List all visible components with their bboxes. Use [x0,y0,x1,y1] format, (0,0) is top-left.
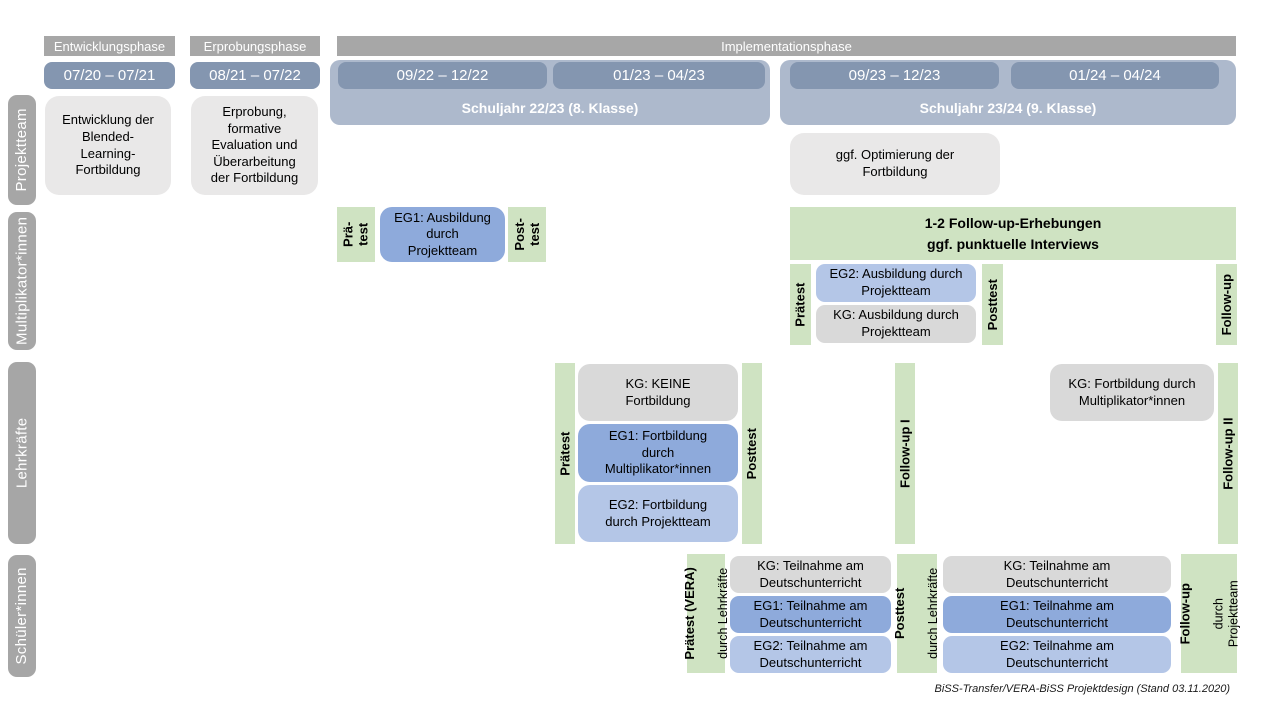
box-lehrkraefte-followup-2: Follow-up II [1218,363,1238,544]
box-multiplikatoren-followup-label: Follow-up [1218,273,1234,336]
row-label-lehrkraefte: Lehrkräfte [8,362,36,544]
box-eg1-ausbildung-projektteam-label: EG1: Ausbildung durch Projektteam [394,209,491,258]
period-pill-0922-1222: 09/22 – 12/22 [338,62,547,89]
box-kg-fortbildung-multiplikatoren-label: KG: Fortbildung durch Multiplikator*inne… [1068,375,1196,408]
box-erprobung-evaluation: Erprobung, formative Evaluation und Über… [191,96,318,195]
box-entwicklung-fortbildung: Entwicklung der Blended- Learning- Fortb… [45,96,171,195]
period-pill-0923-1223: 09/23 – 12/23 [790,62,999,89]
period-pill-0720-0721-label: 07/20 – 07/21 [63,67,156,84]
box-kg-ausbildung-projektteam-label: KG: Ausbildung durch Projektteam [833,307,959,339]
phase-bar-erprobung: Erprobungsphase [190,36,320,56]
box-eg2-teilnahme-2-label: EG2: Teilnahme am Deutschunterricht [1000,637,1114,670]
box-lehrkraefte-posttest-label: Posttest [744,427,760,480]
period-pill-0821-0722: 08/21 – 07/22 [190,62,320,89]
slide-caption: BiSS-Transfer/VERA-BiSS Projektdesign (S… [934,683,1230,695]
period-pill-0922-1222-label: 09/22 – 12/22 [396,67,489,84]
box-eg1-teilnahme-1-label: EG1: Teilnahme am Deutschunterricht [753,597,868,630]
box-schueler-posttest-main: Posttest [892,587,908,640]
box-lehrkraefte-followup-1: Follow-up I [895,363,915,544]
box-eg2-teilnahme-1-label: EG2: Teilnahme am Deutschunterricht [753,637,868,670]
school-year-label-23-24: Schuljahr 23/24 (9. Klasse) [780,94,1236,122]
box-kg-keine-fortbildung: KG: KEINE Fortbildung [578,364,738,421]
period-pill-0124-0424-label: 01/24 – 04/24 [1069,67,1161,84]
box-kg-ausbildung-projektteam: KG: Ausbildung durch Projektteam [816,305,976,343]
box-eg1-fortbildung-multiplikatoren-label: EG1: Fortbildung durch Multiplikator*inn… [604,428,712,477]
box-multiplikatoren-posttest-2: Posttest [982,264,1003,345]
box-schueler-followup-text: Follow-up durch Projektteam [1158,580,1259,647]
phase-bar-implementation: Implementationsphase [337,36,1236,56]
school-year-label-22-23: Schuljahr 22/23 (8. Klasse) [330,94,770,122]
box-eg1-ausbildung-projektteam: EG1: Ausbildung durch Projektteam [380,207,505,262]
box-schueler-followup-sub: durch Projektteam [1211,580,1241,647]
box-eg2-fortbildung-projektteam: EG2: Fortbildung durch Projektteam [578,485,738,542]
box-eg1-teilnahme-1: EG1: Teilnahme am Deutschunterricht [730,596,891,633]
row-label-projektteam-text: Projektteam [13,108,31,192]
box-multiplikatoren-posttest-2-label: Posttest [984,278,1000,331]
row-label-projektteam: Projektteam [8,95,36,205]
box-multiplikatoren-praetest-2-label: Prätest [792,282,808,327]
box-kg-keine-fortbildung-label: KG: KEINE Fortbildung [625,375,691,408]
period-pill-0720-0721: 07/20 – 07/21 [44,62,175,89]
box-multiplikatoren-praetest-1: Prä- test [337,207,375,262]
period-pill-0124-0424: 01/24 – 04/24 [1011,62,1219,89]
box-schueler-followup: Follow-up durch Projektteam [1177,554,1240,673]
box-eg2-fortbildung-projektteam-label: EG2: Fortbildung durch Projektteam [605,496,711,529]
box-lehrkraefte-followup-1-label: Follow-up I [897,419,913,488]
phase-bar-erprobung-label: Erprobungsphase [203,38,307,54]
box-optimierung-fortbildung: ggf. Optimierung der Fortbildung [790,133,1000,195]
box-lehrkraefte-posttest: Posttest [742,363,762,544]
box-followup-erhebungen: 1-2 Follow-up-Erhebungen ggf. punktuelle… [790,207,1236,260]
school-year-label-22-23-text: Schuljahr 22/23 (8. Klasse) [461,100,639,116]
phase-bar-implementation-label: Implementationsphase [721,38,852,54]
period-pill-0923-1223-label: 09/23 – 12/23 [848,67,941,84]
box-kg-teilnahme-2: KG: Teilnahme am Deutschunterricht [943,556,1171,593]
box-schueler-praetest-vera-sub: durch Lehrkräfte [715,567,730,660]
phase-bar-entwicklung: Entwicklungsphase [44,36,175,56]
row-label-multiplikatoren-text: Multiplikator*innen [13,216,31,346]
box-eg2-ausbildung-projektteam-label: EG2: Ausbildung durch Projektteam [829,266,963,298]
box-kg-fortbildung-multiplikatoren: KG: Fortbildung durch Multiplikator*inne… [1050,364,1214,421]
box-schueler-posttest: Posttest durch Lehrkräfte [893,554,941,673]
box-optimierung-fortbildung-label: ggf. Optimierung der Fortbildung [835,147,955,179]
box-schueler-praetest-vera-main: Prätest (VERA) [681,567,697,660]
row-label-multiplikatoren: Multiplikator*innen [8,212,36,350]
row-label-lehrkraefte-text: Lehrkräfte [13,417,31,489]
box-multiplikatoren-posttest-1: Post- test [508,207,546,262]
box-schueler-praetest-vera: Prätest (VERA) durch Lehrkräfte [682,554,730,673]
box-entwicklung-fortbildung-label: Entwicklung der Blended- Learning- Fortb… [62,112,154,178]
box-eg2-ausbildung-projektteam: EG2: Ausbildung durch Projektteam [816,264,976,302]
phase-bar-entwicklung-label: Entwicklungsphase [53,38,166,54]
box-eg1-fortbildung-multiplikatoren: EG1: Fortbildung durch Multiplikator*inn… [578,424,738,482]
school-year-label-23-24-text: Schuljahr 23/24 (9. Klasse) [919,100,1097,116]
box-eg1-teilnahme-2-label: EG1: Teilnahme am Deutschunterricht [1000,597,1114,630]
box-eg2-teilnahme-2: EG2: Teilnahme am Deutschunterricht [943,636,1171,673]
box-multiplikatoren-followup: Follow-up [1216,264,1237,345]
period-pill-0123-0423-label: 01/23 – 04/23 [613,67,705,84]
box-multiplikatoren-posttest-1-label: Post- test [511,218,542,251]
period-pill-0821-0722-label: 08/21 – 07/22 [209,67,301,84]
box-lehrkraefte-followup-2-label: Follow-up II [1220,417,1236,490]
box-eg1-teilnahme-2: EG1: Teilnahme am Deutschunterricht [943,596,1171,633]
box-multiplikatoren-praetest-1-label: Prä- test [340,221,371,248]
box-erprobung-evaluation-label: Erprobung, formative Evaluation und Über… [210,103,299,186]
box-schueler-posttest-sub: durch Lehrkräfte [926,567,941,660]
box-schueler-followup-main: Follow-up [1177,582,1193,645]
box-kg-teilnahme-2-label: KG: Teilnahme am Deutschunterricht [1003,557,1111,590]
box-kg-teilnahme-1-label: KG: Teilnahme am Deutschunterricht [757,557,864,590]
box-kg-teilnahme-1: KG: Teilnahme am Deutschunterricht [730,556,891,593]
row-label-schueler-text: Schüler*innen [13,567,31,665]
box-eg2-teilnahme-1: EG2: Teilnahme am Deutschunterricht [730,636,891,673]
box-followup-erhebungen-label: 1-2 Follow-up-Erhebungen ggf. punktuelle… [924,214,1102,252]
box-lehrkraefte-praetest-label: Prätest [557,431,573,476]
box-multiplikatoren-praetest-2: Prätest [790,264,811,345]
row-label-schueler: Schüler*innen [8,555,36,677]
period-pill-0123-0423: 01/23 – 04/23 [553,62,765,89]
box-lehrkraefte-praetest: Prätest [555,363,575,544]
